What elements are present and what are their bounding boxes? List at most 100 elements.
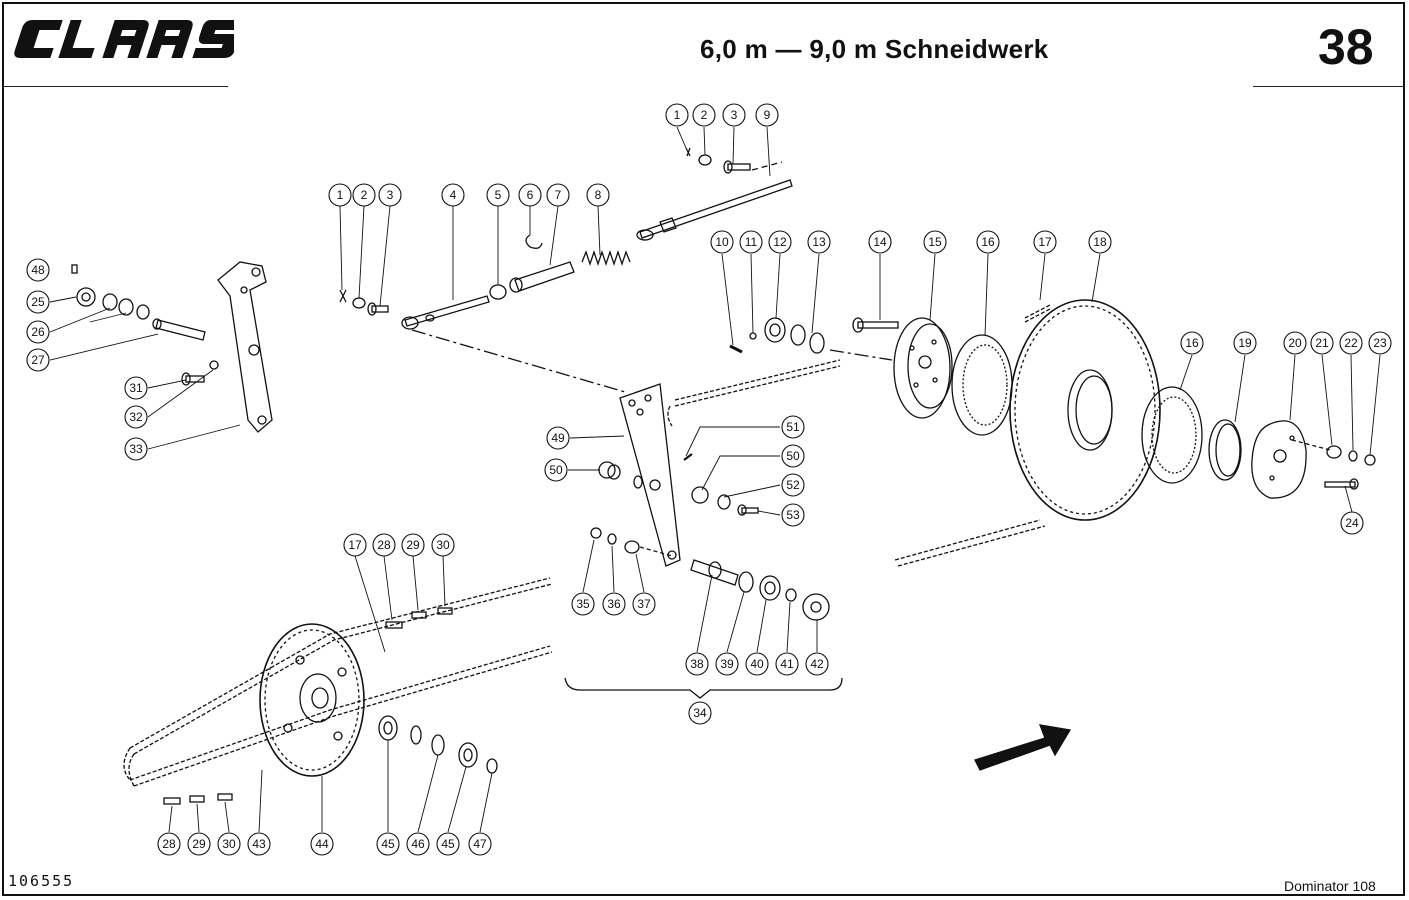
callout-label: 8 bbox=[595, 188, 602, 202]
callout-label: 46 bbox=[411, 837, 425, 851]
callout-9: 9 bbox=[755, 103, 779, 127]
callout-circle bbox=[157, 832, 181, 856]
washer-22 bbox=[1348, 450, 1358, 462]
callout-label: 21 bbox=[1315, 336, 1329, 350]
callout-28: 28 bbox=[157, 832, 181, 856]
callout-circle bbox=[1088, 230, 1112, 254]
callout-2: 2 bbox=[352, 183, 376, 207]
callout-label: 32 bbox=[129, 410, 143, 424]
callout-label: 35 bbox=[576, 597, 590, 611]
callout-circle bbox=[1340, 511, 1364, 535]
callout-4: 4 bbox=[441, 183, 465, 207]
header-rule-left bbox=[4, 86, 228, 87]
drawing-number: 106555 bbox=[8, 872, 75, 890]
callout-label: 23 bbox=[1373, 336, 1387, 350]
callout-circle bbox=[923, 230, 947, 254]
callout-label: 7 bbox=[555, 188, 562, 202]
callout-circle bbox=[976, 230, 1000, 254]
callout-14: 14 bbox=[868, 230, 892, 254]
callout-39: 39 bbox=[715, 652, 739, 676]
callout-33: 33 bbox=[124, 437, 148, 461]
callout-16: 16 bbox=[976, 230, 1000, 254]
washer-52 bbox=[717, 494, 731, 510]
callout-label: 49 bbox=[551, 431, 565, 445]
callout-label: 41 bbox=[780, 657, 794, 671]
grease-nipple-11 bbox=[749, 332, 757, 340]
callout-25: 25 bbox=[26, 290, 50, 314]
spring-21 bbox=[1326, 445, 1342, 459]
callout-label: 1 bbox=[337, 188, 344, 202]
pin-48 bbox=[71, 264, 78, 274]
nut-23 bbox=[1364, 454, 1376, 466]
claas-logo-graphic bbox=[14, 20, 243, 58]
callout-16: 16 bbox=[1180, 331, 1204, 355]
spring-ring-19 bbox=[1208, 419, 1242, 481]
callout-43: 43 bbox=[247, 832, 271, 856]
callout-label: 51 bbox=[786, 420, 800, 434]
callout-label: 29 bbox=[406, 538, 420, 552]
clip-6 bbox=[525, 234, 543, 249]
callout-label: 45 bbox=[381, 837, 395, 851]
callout-circle bbox=[26, 320, 50, 344]
callout-28: 28 bbox=[372, 533, 396, 557]
nut-35 bbox=[590, 527, 602, 539]
callout-label: 5 bbox=[495, 188, 502, 202]
sprocket-44 bbox=[259, 623, 365, 777]
bearing-45b bbox=[458, 742, 478, 768]
direction-arrow bbox=[974, 724, 1072, 771]
callout-label: 12 bbox=[773, 235, 787, 249]
callout-circle bbox=[781, 503, 805, 527]
split-pin-small bbox=[685, 147, 691, 157]
callout-label: 29 bbox=[192, 837, 206, 851]
header-rule-right bbox=[1253, 86, 1403, 87]
callout-23: 23 bbox=[1368, 331, 1392, 355]
callout-circle bbox=[781, 473, 805, 497]
callout-15: 15 bbox=[923, 230, 947, 254]
bearing-12 bbox=[764, 317, 786, 343]
callout-label: 11 bbox=[745, 235, 758, 249]
callout-1: 1 bbox=[665, 103, 689, 127]
callout-circle bbox=[1339, 331, 1363, 355]
lever-arm-33 bbox=[217, 261, 273, 433]
callout-circle bbox=[378, 183, 402, 207]
callout-circle bbox=[775, 652, 799, 676]
callout-label: 40 bbox=[750, 657, 764, 671]
bolt-small bbox=[723, 160, 751, 174]
callout-20: 20 bbox=[1283, 331, 1307, 355]
callout-45: 45 bbox=[376, 832, 400, 856]
callout-label: 39 bbox=[720, 657, 734, 671]
callout-circle bbox=[518, 183, 542, 207]
callout-circle bbox=[665, 103, 689, 127]
bolt-24 bbox=[1324, 478, 1359, 490]
callout-circle bbox=[807, 230, 831, 254]
washer-left bbox=[352, 297, 366, 309]
washer-small bbox=[698, 154, 712, 166]
bearing-45a bbox=[378, 715, 398, 741]
callout-circle bbox=[124, 405, 148, 429]
callout-circle bbox=[805, 652, 829, 676]
callout-30: 30 bbox=[217, 832, 241, 856]
callout-circle bbox=[739, 230, 763, 254]
callout-label: 50 bbox=[549, 463, 563, 477]
washer-26b bbox=[118, 298, 134, 316]
plate-49 bbox=[619, 383, 681, 567]
callout-label: 50 bbox=[786, 449, 800, 463]
callout-24: 24 bbox=[1340, 511, 1364, 535]
bolt-31 bbox=[181, 372, 205, 386]
callout-32: 32 bbox=[124, 405, 148, 429]
callout-36: 36 bbox=[602, 592, 626, 616]
washer-26c bbox=[136, 304, 150, 320]
callout-circle bbox=[1368, 331, 1392, 355]
callout-circle bbox=[310, 832, 334, 856]
leader-lines bbox=[49, 126, 1381, 833]
washer-26a bbox=[102, 293, 118, 311]
callout-circle bbox=[781, 415, 805, 439]
claas-logo bbox=[12, 16, 243, 67]
nut-32 bbox=[209, 360, 219, 370]
callout-5: 5 bbox=[486, 183, 510, 207]
bush-50a bbox=[598, 461, 621, 480]
callout-46: 46 bbox=[406, 832, 430, 856]
callout-label: 20 bbox=[1288, 336, 1302, 350]
callout-label: 52 bbox=[786, 478, 800, 492]
